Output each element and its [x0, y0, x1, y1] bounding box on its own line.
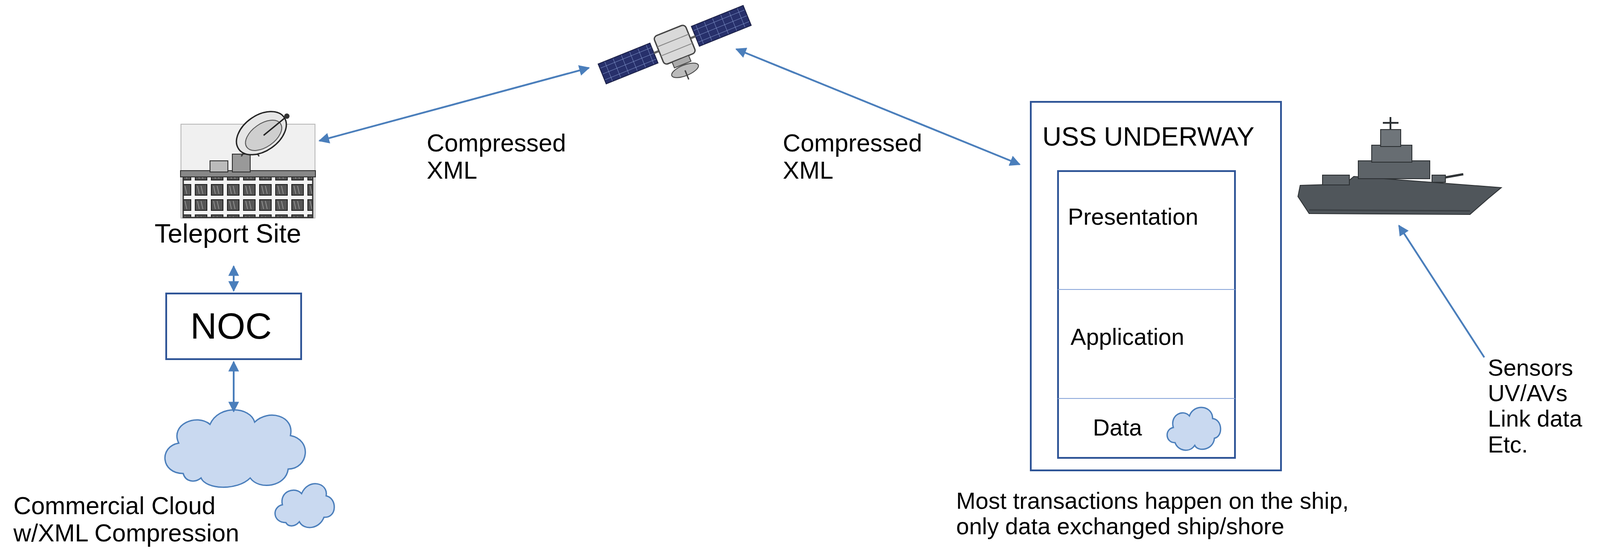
data-layer: Data — [1057, 398, 1236, 459]
presentation-layer: Presentation — [1057, 170, 1236, 290]
application-layer: Application — [1057, 289, 1236, 399]
source-list: Sensors UV/AVs Link data Etc. — [1487, 355, 1591, 458]
note-text: Most transactions happen on the ship, on… — [956, 488, 1363, 540]
link-arrow — [232, 361, 235, 412]
cloud-icon-shape — [1167, 407, 1221, 451]
node-text: NOC — [190, 306, 272, 347]
commercial-cloud: Commercial Cloud w/XML Compression — [8, 413, 349, 548]
noc-box: NOC — [165, 292, 303, 361]
sensor-arrow — [1398, 225, 1485, 358]
node-text: USS UNDERWAY — [1042, 122, 1281, 152]
node-text: Data — [1092, 415, 1143, 441]
satellite-illustration — [596, 1, 762, 110]
link-label: Compressed XML — [782, 129, 923, 184]
teleport-illustration — [180, 102, 316, 219]
node-text: Presentation — [1067, 204, 1199, 230]
ship-system-box: USS UNDERWAY PresentationApplicationData — [1029, 100, 1282, 472]
node-text: Application — [1070, 324, 1185, 350]
cloud-icon — [1162, 399, 1226, 457]
node-text: Teleport Site — [154, 219, 302, 249]
link-arrow — [232, 266, 235, 291]
link-label: Compressed XML — [426, 129, 567, 184]
teleport-site: Teleport Site — [147, 120, 309, 265]
node-text: Commercial Cloud w/XML Compression — [13, 492, 264, 547]
ship-illustration — [1297, 117, 1502, 215]
